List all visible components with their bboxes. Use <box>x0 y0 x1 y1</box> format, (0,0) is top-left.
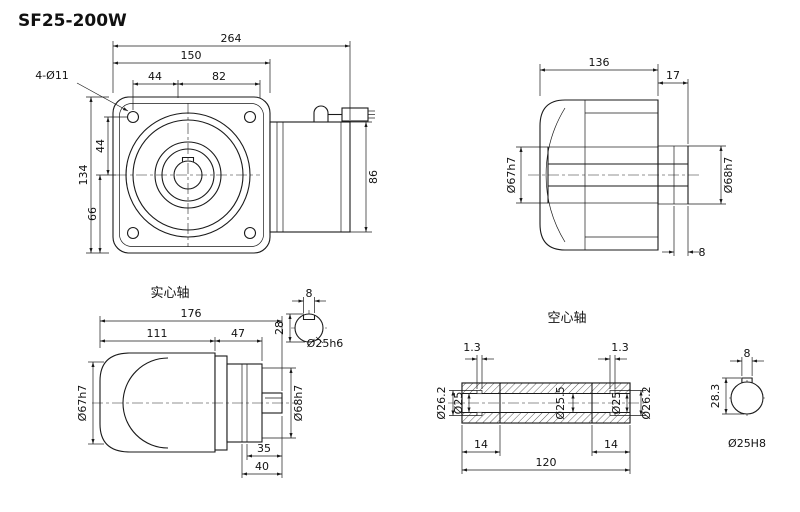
dim-44-left-label: 44 <box>94 139 107 153</box>
shaft-keyway <box>302 315 316 321</box>
dim-key-8-label: 8 <box>306 287 313 300</box>
dim-28-label: 28 <box>273 321 286 335</box>
dim-82-label: 82 <box>212 70 226 83</box>
dia-25-right-label: Ø25 <box>610 392 623 415</box>
dim-47-label: 47 <box>231 327 245 340</box>
dia-67h7-solid-label: Ø67h7 <box>76 385 89 422</box>
bore-keyway <box>181 156 195 162</box>
motor-cable <box>313 105 329 122</box>
hollow-shaft-view: 空心轴 1.3 1.3 Ø26.2 Ø25 Ø25 <box>435 311 653 474</box>
cable-connector <box>341 107 369 122</box>
hollow-shaft-end-detail: 8 28.3 Ø25H8 <box>709 347 766 450</box>
dia-68h7-side-label: Ø68h7 <box>722 157 735 194</box>
solid-shaft-end-detail: 8 28 Ø25h6 <box>273 287 343 350</box>
dim-134-label: 134 <box>77 165 90 186</box>
front-view: 264 150 4-Ø11 44 82 134 44 66 86 <box>35 32 380 254</box>
solid-shaft-title: 实心轴 <box>150 286 189 301</box>
hollow-shaft-title: 空心轴 <box>547 311 586 326</box>
dia-67h7-side-label: Ø67h7 <box>505 157 518 194</box>
dim-17-label: 17 <box>666 69 680 82</box>
dim-136-label: 136 <box>589 56 610 69</box>
mounting-bolt-holes <box>126 110 257 240</box>
dia-25h6-label: Ø25h6 <box>307 337 344 350</box>
solid-body <box>99 352 216 453</box>
dia-25-left-label: Ø25 <box>452 392 465 415</box>
dim-264-label: 264 <box>221 32 242 45</box>
dim-120-label: 120 <box>536 456 557 469</box>
dim-groove-right-label: 1.3 <box>611 341 629 354</box>
gear-housing-circles <box>125 112 251 238</box>
dim-150-label: 150 <box>181 49 202 62</box>
dia-26-2-right-label: Ø26.2 <box>640 386 653 419</box>
page-title: SF25-200W <box>18 11 127 31</box>
dim-key-8-hollow-label: 8 <box>744 347 751 360</box>
dim-groove-left-label: 1.3 <box>463 341 481 354</box>
side-view: 136 17 Ø67h7 Ø68h7 8 <box>505 56 735 259</box>
dim-35-label: 35 <box>257 442 271 455</box>
bolt-holes-label: 4-Ø11 <box>35 69 69 82</box>
dim-86-label: 86 <box>367 170 380 184</box>
dia-26-2-left-label: Ø26.2 <box>435 386 448 419</box>
dim-28-3-label: 28.3 <box>709 384 722 409</box>
dim-44-top-label: 44 <box>148 70 162 83</box>
solid-shaft-view: 实心轴 176 111 47 Ø67h7 Ø68h7 <box>76 286 305 478</box>
dim-8-side-label: 8 <box>699 246 706 259</box>
dia-25H8-label: Ø25H8 <box>728 437 766 450</box>
hollow-shaft-section <box>547 145 689 205</box>
dia-68h7-solid-label: Ø68h7 <box>292 385 305 422</box>
dim-14-left-label: 14 <box>474 438 488 451</box>
dim-40-label: 40 <box>255 460 269 473</box>
dim-14-right-label: 14 <box>604 438 618 451</box>
dim-66-label: 66 <box>86 207 99 221</box>
motor-body <box>269 121 351 233</box>
dim-176-label: 176 <box>181 307 202 320</box>
dim-111-label: 111 <box>147 327 168 340</box>
bore-keyway <box>741 377 753 383</box>
dia-25-5-label: Ø25.5 <box>554 386 567 419</box>
